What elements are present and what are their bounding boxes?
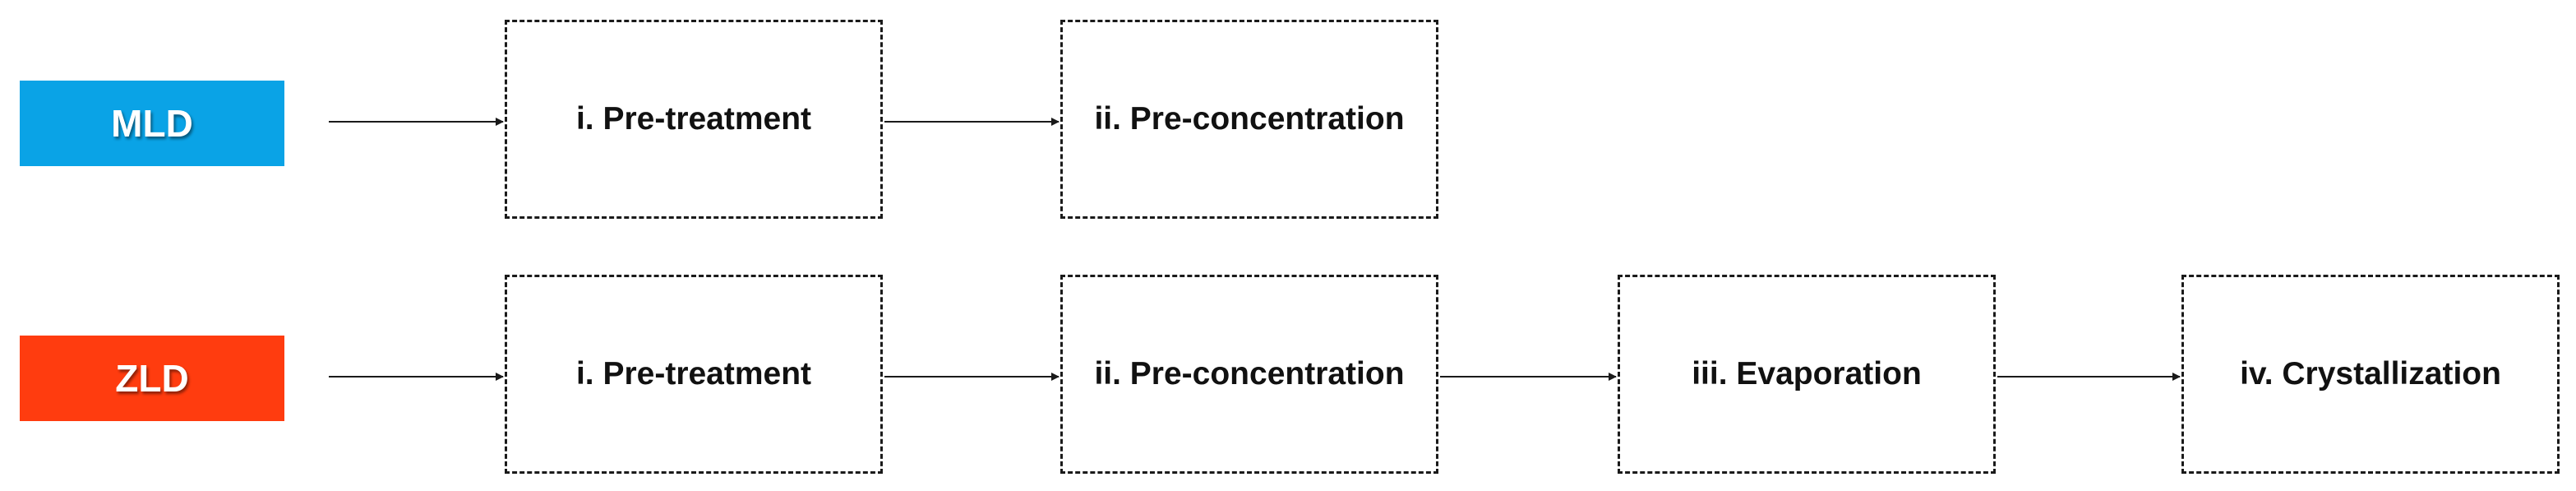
mld-tag: MLD [20,81,284,166]
zld-step-crystallization: iv. Crystallization [2181,275,2560,474]
zld-step-pretreatment: i. Pre-treatment [505,275,883,474]
zld-step-preconcentration: ii. Pre-concentration [1060,275,1438,474]
mld-step-pretreatment: i. Pre-treatment [505,20,883,219]
zld-step-evaporation: iii. Evaporation [1618,275,1996,474]
zld-tag: ZLD [20,336,284,421]
mld-step-preconcentration: ii. Pre-concentration [1060,20,1438,219]
